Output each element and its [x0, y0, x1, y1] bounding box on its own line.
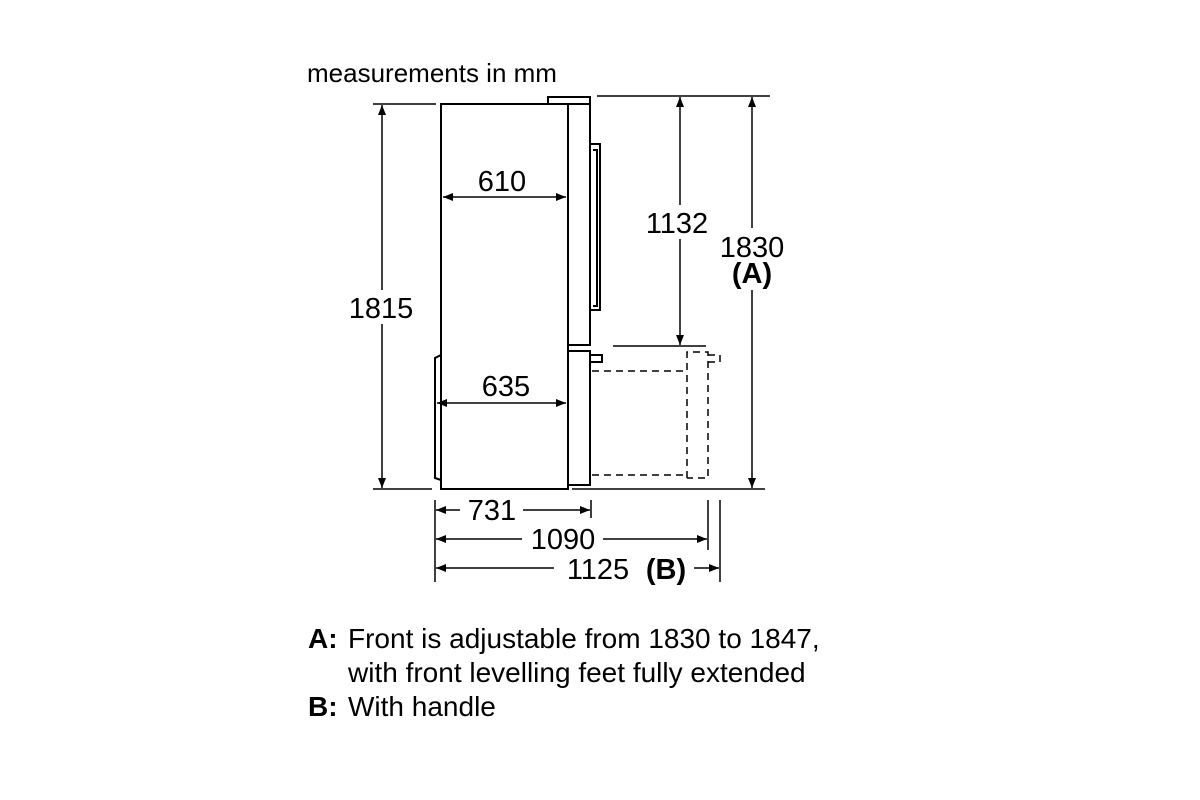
open-drawer-dashed	[592, 351, 721, 479]
reference-lines	[373, 95, 770, 582]
label-1830: 1830	[720, 232, 785, 264]
label-1090: 1090	[531, 524, 596, 556]
fridge-body	[440, 103, 569, 490]
footnotes: A: Front is adjustable from 1830 to 1847…	[308, 622, 820, 724]
footnote-b: B: With handle	[308, 690, 820, 724]
back-bump	[434, 354, 442, 481]
label-635: 635	[482, 371, 530, 403]
label-1830-note: (A)	[732, 258, 772, 290]
label-610: 610	[478, 166, 526, 198]
drawer-handle	[589, 354, 603, 363]
footnote-text: with front levelling feet fully extended	[348, 657, 806, 688]
label-1132: 1132	[646, 208, 708, 240]
label-1815: 1815	[349, 293, 414, 325]
lower-door	[567, 350, 591, 486]
diagram-title: measurements in mm	[307, 58, 557, 88]
footnote-key: B:	[308, 691, 338, 722]
label-731: 731	[468, 495, 516, 527]
upper-door	[567, 103, 591, 346]
footnote-text: With handle	[348, 691, 496, 722]
door-handle	[590, 143, 601, 311]
footnote-a-continued: with front levelling feet fully extended	[308, 656, 820, 690]
fridge-outline	[434, 96, 603, 490]
label-1125-note: (B)	[646, 554, 686, 586]
bottom-dimension-arrows	[436, 506, 719, 572]
top-cap	[547, 96, 591, 105]
label-1125: 1125	[567, 554, 629, 586]
footnote-key: A:	[308, 623, 338, 654]
footnote-text: Front is adjustable from 1830 to 1847,	[348, 623, 820, 654]
footnote-a: A: Front is adjustable from 1830 to 1847…	[308, 622, 820, 656]
